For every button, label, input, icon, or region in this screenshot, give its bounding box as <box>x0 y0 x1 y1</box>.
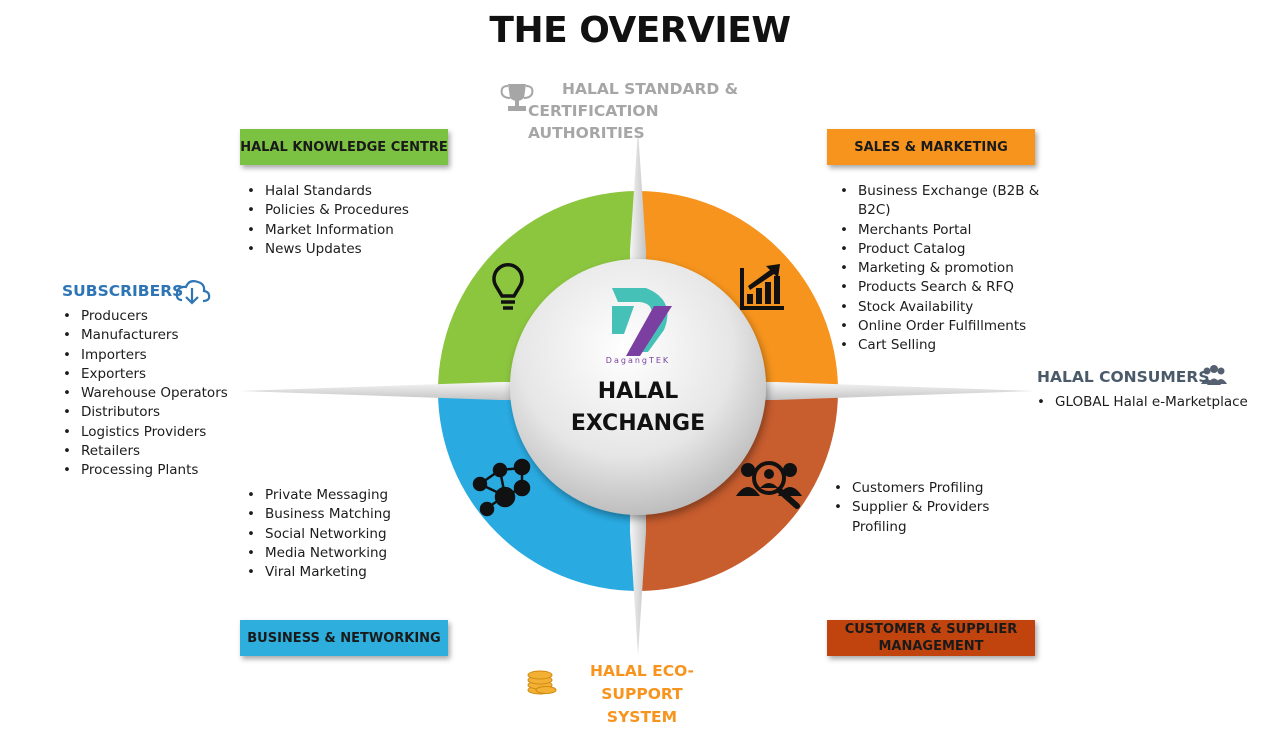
business-list: Private Messaging Business Matching Soci… <box>247 486 467 583</box>
consumers-heading: HALAL CONSUMERS <box>1037 368 1210 386</box>
subscribers-label: SUBSCRIBERS <box>62 282 184 300</box>
list-item: Business Matching <box>247 505 467 525</box>
bar-customer-supplier: CUSTOMER & SUPPLIER MANAGEMENT <box>827 620 1035 656</box>
lightbulb-icon <box>492 263 524 310</box>
list-item: Retailers <box>63 442 253 462</box>
halal-eco-support: HALAL ECO-SUPPORT SYSTEM <box>550 660 734 729</box>
group-icon <box>1201 365 1227 385</box>
consumers-list: GLOBAL Halal e-Marketplace <box>1037 393 1273 413</box>
list-item: Halal Standards <box>247 182 467 202</box>
list-item: Social Networking <box>247 525 467 545</box>
user-search-icon <box>736 461 802 509</box>
list-item: Online Order Fulfillments <box>840 317 1040 337</box>
list-item: Marketing & promotion <box>840 259 1040 279</box>
list-item: Stock Availability <box>840 298 1040 318</box>
list-item: Importers <box>63 346 253 366</box>
support-line1: HALAL ECO-SUPPORT <box>590 662 694 703</box>
list-item: Logistics Providers <box>63 423 253 443</box>
list-item: Viral Marketing <box>247 563 467 583</box>
list-item: Cart Selling <box>840 336 1040 356</box>
dagangtek-logo <box>612 288 672 356</box>
knowledge-list: Halal Standards Policies & Procedures Ma… <box>247 182 467 259</box>
center-line2: EXCHANGE <box>570 411 706 436</box>
list-item: Products Search & RFQ <box>840 278 1040 298</box>
list-item: Warehouse Operators <box>63 384 253 404</box>
trophy-icon <box>500 84 534 111</box>
subscribers-heading: SUBSCRIBERS <box>62 282 183 300</box>
list-item: Merchants Portal <box>840 221 1040 241</box>
page-title: THE OVERVIEW <box>489 10 791 51</box>
customer-label-line1: CUSTOMER & SUPPLIER <box>844 622 1018 637</box>
list-item: Exporters <box>63 365 253 385</box>
business-label: BUSINESS & NETWORKING <box>247 630 441 646</box>
sales-list: Business Exchange (B2B & B2C) Merchants … <box>840 182 1040 356</box>
list-item: Supplier & Providers Profiling <box>834 498 1014 537</box>
list-item: News Updates <box>247 240 467 260</box>
list-item: Media Networking <box>247 544 467 564</box>
list-item: Producers <box>63 307 253 327</box>
network-icon <box>472 458 531 517</box>
halal-standard-authorities: HALAL STANDARD & CERTIFICATION AUTHORITI… <box>528 78 758 144</box>
list-item: Market Information <box>247 221 467 241</box>
list-item: Processing Plants <box>63 461 253 481</box>
knowledge-label: HALAL KNOWLEDGE CENTRE <box>240 139 448 155</box>
cloud-download-icon <box>175 280 211 305</box>
coins-icon <box>527 670 557 695</box>
subscribers-list: Producers Manufacturers Importers Export… <box>63 307 253 481</box>
list-item: Product Catalog <box>840 240 1040 260</box>
list-item: Customers Profiling <box>834 479 1014 499</box>
list-item: Private Messaging <box>247 486 467 506</box>
list-item: Policies & Procedures <box>247 201 467 221</box>
sales-label: SALES & MARKETING <box>854 139 1008 155</box>
list-item: Distributors <box>63 403 253 423</box>
center-line1: HALAL <box>597 379 679 404</box>
list-item: GLOBAL Halal e-Marketplace <box>1037 393 1273 413</box>
list-item: Manufacturers <box>63 326 253 346</box>
consumers-label: HALAL CONSUMERS <box>1037 368 1210 386</box>
customer-list: Customers Profiling Supplier & Providers… <box>834 479 1014 537</box>
center-title: HALAL EXCHANGE <box>548 376 728 440</box>
list-item: Business Exchange (B2B & B2C) <box>840 182 1040 221</box>
authority-line2: CERTIFICATION AUTHORITIES <box>528 102 659 142</box>
bar-sales-marketing: SALES & MARKETING <box>827 129 1035 165</box>
center-circle <box>510 259 766 515</box>
logo-caption: DagangTEK <box>605 356 671 365</box>
bar-business-networking: BUSINESS & NETWORKING <box>240 620 448 656</box>
support-line2: SYSTEM <box>606 708 678 726</box>
authority-line1: HALAL STANDARD & <box>562 80 739 98</box>
growth-chart-icon <box>740 264 784 310</box>
customer-label-line2: MANAGEMENT <box>878 639 984 654</box>
bar-knowledge-centre: HALAL KNOWLEDGE CENTRE <box>240 129 448 165</box>
